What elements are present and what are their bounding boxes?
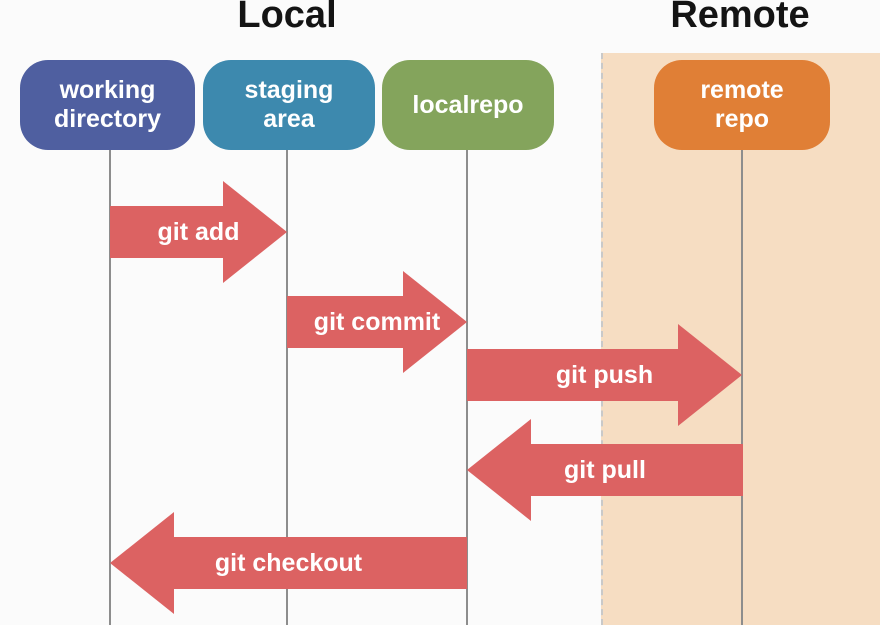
arrow-git-pull: git pull (467, 419, 743, 521)
node-remote-repo: remote repo (654, 60, 830, 150)
arrow-body (287, 296, 404, 348)
node-working-directory: working directory (20, 60, 195, 150)
section-title-remote: Remote (670, 0, 810, 36)
lifeline-staging-area (286, 150, 288, 625)
arrow-git-commit: git commit (287, 271, 467, 373)
lifeline-working-directory (109, 150, 111, 625)
arrow-body (530, 444, 743, 496)
arrowhead-left-icon (110, 512, 174, 614)
arrow-git-add: git add (110, 181, 287, 283)
arrow-git-push: git push (467, 324, 742, 426)
section-title-local: Local (237, 0, 337, 36)
node-staging-area: staging area (203, 60, 375, 150)
arrow-label: git checkout (214, 549, 363, 577)
arrow-body (110, 206, 224, 258)
arrow-label: git add (157, 218, 240, 246)
arrow-label: git pull (564, 456, 646, 484)
arrowhead-right-icon (223, 181, 287, 283)
arrow-git-checkout: git checkout (110, 512, 467, 614)
arrowhead-left-icon (467, 419, 531, 521)
arrow-body (173, 537, 467, 589)
arrow-label: git commit (313, 308, 441, 336)
arrow-body (467, 349, 679, 401)
node-localrepo: localrepo (382, 60, 554, 150)
arrowhead-right-icon (678, 324, 742, 426)
arrowhead-right-icon (403, 271, 467, 373)
lifeline-remote-repo (741, 150, 743, 625)
arrow-label: git push (555, 361, 654, 389)
